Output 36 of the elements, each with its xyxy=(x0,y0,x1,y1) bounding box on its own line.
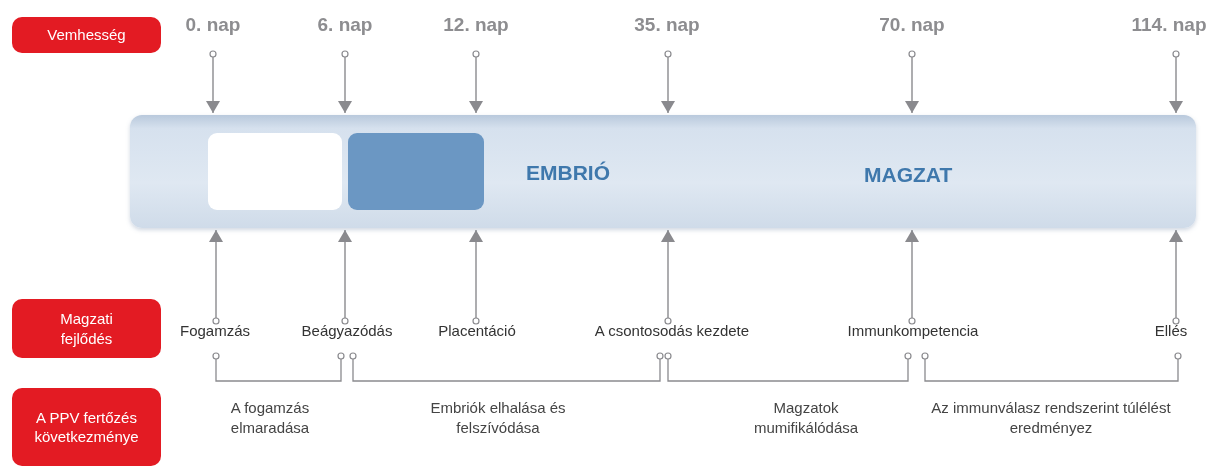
row-heading: Vemhesség xyxy=(12,17,161,53)
row-heading: A PPV fertőzés következménye xyxy=(12,388,161,466)
arrow xyxy=(469,50,483,114)
event-label: Fogamzás xyxy=(170,322,260,342)
arrow xyxy=(1169,50,1183,114)
day-label: 114. nap xyxy=(1121,14,1217,40)
event-label: Immunkompetencia xyxy=(829,322,997,342)
consequence-note: Embriók elhalása és felszívódása xyxy=(429,398,567,439)
arrow xyxy=(661,229,675,325)
stage-label: MAGZAT xyxy=(864,163,953,187)
event-label: Placentáció xyxy=(427,322,527,342)
arrow xyxy=(206,50,220,114)
event-label: A csontosodás kezdete xyxy=(577,322,767,342)
stage-box xyxy=(348,133,484,210)
arrow xyxy=(338,229,352,325)
consequence-note: A fogamzás elmaradása xyxy=(229,398,311,439)
arrow xyxy=(469,229,483,325)
day-label: 0. nap xyxy=(173,14,253,40)
arrow xyxy=(338,50,352,114)
timeline-bar xyxy=(130,115,1196,228)
day-label: 6. nap xyxy=(305,14,385,40)
row-heading: Magzati fejlődés xyxy=(12,299,161,358)
event-label: Ellés xyxy=(1148,322,1194,342)
consequence-note: Az immunválasz rendszerint túlélést eredményez xyxy=(931,398,1171,439)
day-label: 35. nap xyxy=(622,14,712,40)
stage-label: EMBRIÓ xyxy=(526,161,610,185)
day-label: 12. nap xyxy=(431,14,521,40)
arrow xyxy=(209,229,223,325)
arrow xyxy=(1169,229,1183,325)
arrow xyxy=(905,229,919,325)
event-label: Beágyazódás xyxy=(292,322,402,342)
arrow xyxy=(905,50,919,114)
arrow xyxy=(661,50,675,114)
consequence-note: Magzatok mumifikálódása xyxy=(752,398,860,439)
stage-box xyxy=(208,133,342,210)
day-label: 70. nap xyxy=(867,14,957,40)
